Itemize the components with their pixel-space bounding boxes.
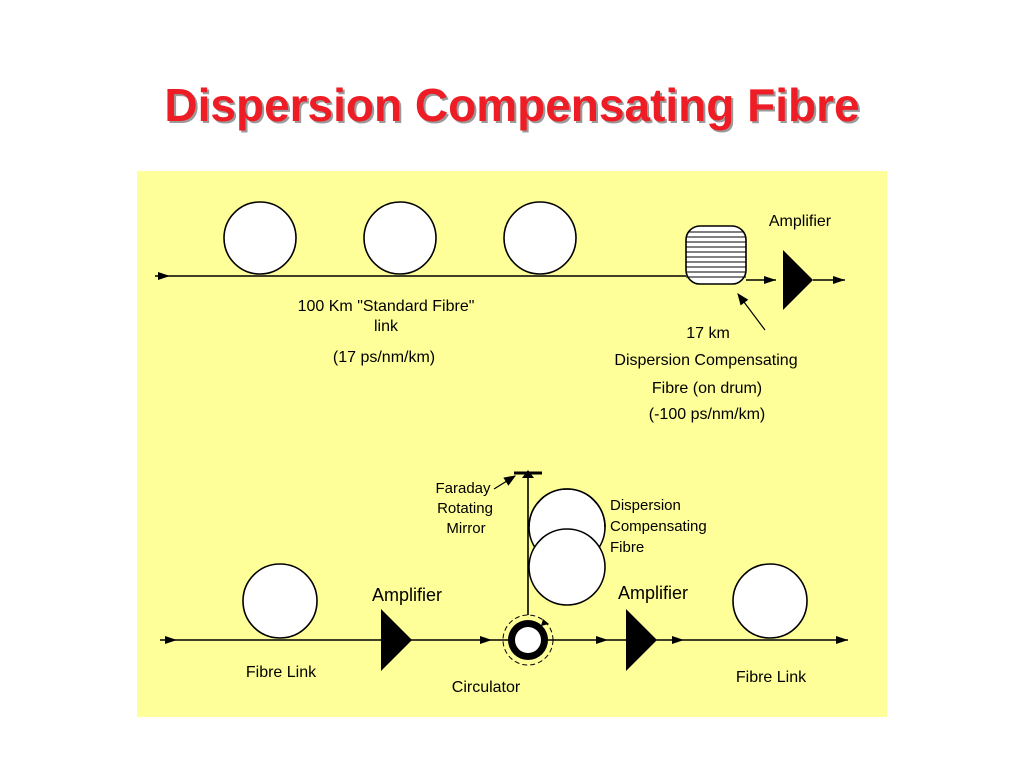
right-amp-out-arrow [672, 636, 684, 644]
left-fibre-link-label: Fibre Link [246, 664, 317, 681]
mirror-label-line2: Rotating [437, 500, 493, 517]
mirror-label-line3: Mirror [446, 520, 485, 537]
dcf-drum-label: Fibre (on drum) [652, 380, 762, 397]
bottom-dcf-label-line2: Compensating [610, 518, 707, 535]
standard-fibre-dispersion: (17 ps/nm/km) [333, 349, 435, 366]
top-input-arrow [158, 272, 170, 280]
bottom-output-arrow [836, 636, 848, 644]
right-amplifier-triangle [626, 609, 657, 671]
standard-fibre-label: 100 Km "Standard Fibre" [298, 298, 475, 315]
circulator-label: Circulator [452, 679, 521, 696]
top-output-arrow [833, 276, 845, 284]
fibre-coil-2 [363, 201, 437, 275]
bottom-input-arrow [165, 636, 177, 644]
right-amplifier-label: Amplifier [618, 583, 688, 603]
right-fibre-link-label: Fibre Link [736, 669, 807, 686]
slide-title: Dispersion Compensating Fibre [164, 79, 860, 131]
top-diagram: Amplifier 100 Km "Standard Fibre" link (… [155, 201, 845, 423]
drum-to-amp-arrow [764, 276, 776, 284]
left-fibre-coil [242, 563, 318, 639]
left-amplifier-triangle [381, 609, 412, 671]
dcf-coil [528, 488, 606, 606]
dcf-name-label: Dispersion Compensating [614, 352, 797, 369]
fibre-coil-3 [503, 201, 577, 275]
dcf-dispersion-label: (-100 ps/nm/km) [649, 406, 765, 423]
bottom-dcf-label-line1: Dispersion [610, 497, 681, 514]
right-fibre-coil [732, 563, 808, 639]
bottom-dcf-label-line3: Fibre [610, 539, 644, 556]
top-amplifier-label: Amplifier [769, 213, 832, 230]
fibre-coil-1 [223, 201, 297, 275]
dcf-pointer-arrow [737, 293, 766, 331]
circulator [502, 614, 554, 666]
left-amplifier-label: Amplifier [372, 585, 442, 605]
circulator-out-arrow [596, 636, 608, 644]
bottom-diagram: Faraday Rotating Mirror Dispersion Compe… [160, 470, 848, 696]
standard-fibre-label-link: link [374, 318, 399, 335]
left-amp-out-arrow [480, 636, 492, 644]
mirror-pointer-arrow [493, 475, 517, 490]
top-amplifier-triangle [783, 250, 813, 310]
dcf-length-label: 17 km [686, 325, 730, 342]
dcf-drum [685, 225, 747, 285]
mirror-label-line1: Faraday [435, 480, 491, 497]
faraday-mirror [514, 470, 542, 478]
